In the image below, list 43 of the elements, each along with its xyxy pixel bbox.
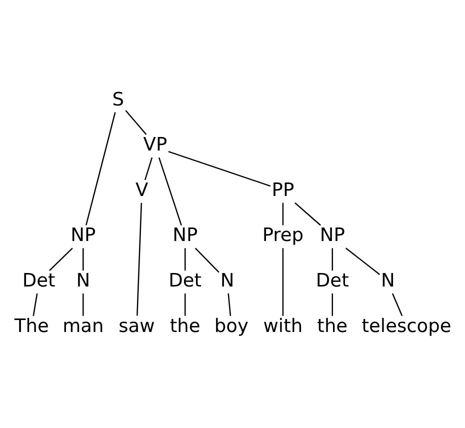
connector: [331, 293, 332, 316]
connector: [331, 248, 332, 271]
node-text: PP: [271, 180, 294, 201]
node-text: Det: [315, 270, 348, 292]
node-text: The: [14, 316, 48, 337]
connector: [124, 110, 146, 135]
connector: [32, 293, 38, 316]
node-text: V: [135, 180, 148, 201]
connector: [48, 248, 72, 272]
node-text: the: [169, 316, 200, 337]
node-text: N: [380, 270, 394, 292]
connector: [144, 157, 152, 180]
node-text: N: [76, 270, 90, 292]
connector: [136, 202, 142, 316]
connector: [184, 248, 186, 271]
node-text: NP: [172, 225, 198, 246]
connector: [227, 293, 231, 316]
node-text: with: [262, 316, 302, 337]
connector: [168, 150, 270, 187]
node-text: NP: [319, 225, 344, 246]
node-text: VP: [142, 134, 167, 156]
connector: [294, 202, 320, 226]
connector: [282, 248, 284, 316]
node-text: NP: [70, 225, 96, 246]
node-text: boy: [214, 316, 248, 337]
connector: [85, 112, 116, 226]
node-text: Det: [168, 270, 202, 292]
node-text: the: [316, 316, 348, 337]
node-text: Prep: [262, 225, 304, 246]
connector: [82, 248, 84, 271]
connector: [391, 293, 402, 316]
node-text: saw: [118, 316, 154, 337]
connector: [184, 293, 186, 316]
connector: [194, 248, 219, 273]
node-text: man: [62, 316, 104, 337]
node-text: S: [112, 89, 124, 110]
connector: [344, 248, 380, 275]
node-text: telescope: [361, 316, 451, 337]
connector: [282, 202, 284, 226]
node-text: N: [220, 270, 234, 292]
connector: [158, 157, 182, 226]
connector: [82, 293, 84, 316]
node-text: Det: [22, 270, 55, 292]
